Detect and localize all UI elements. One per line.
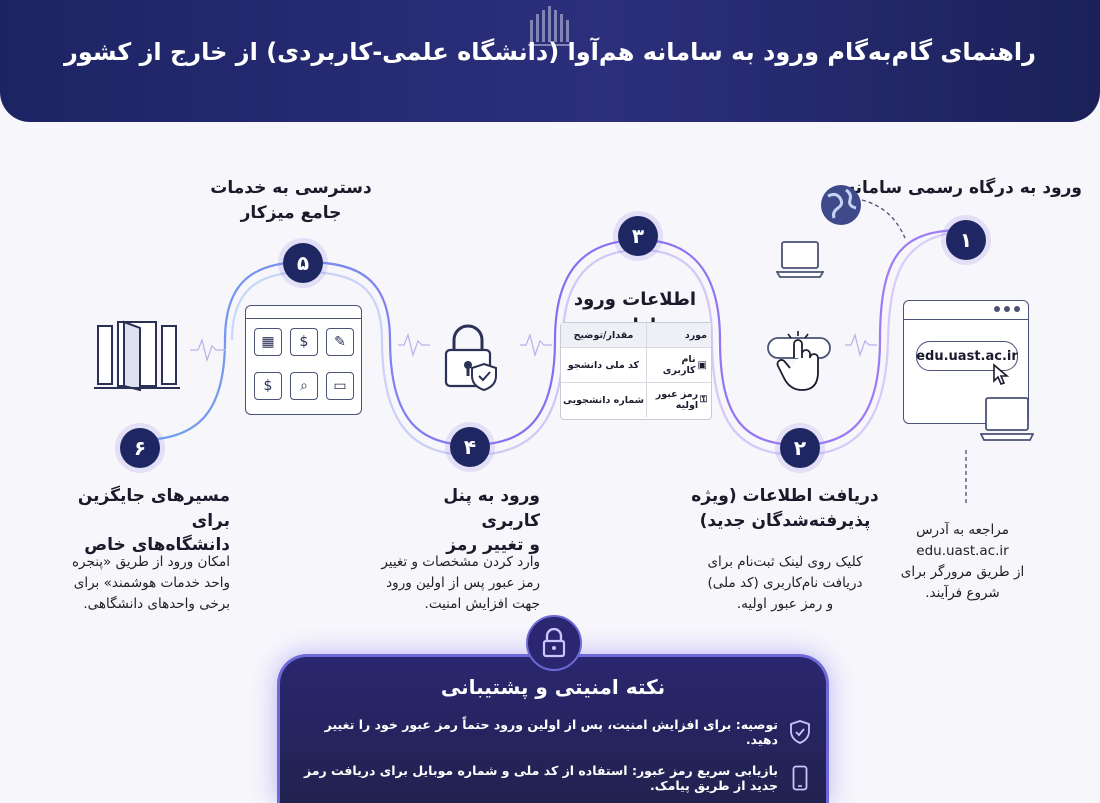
table-header-cell: مورد (646, 323, 711, 347)
desc-line: شروع فرآیند. (925, 584, 1000, 601)
security-panel-title: نکته امنیتی و پشتیبانی (440, 675, 666, 699)
desc-line: رمز عبور پس از اولین ورود (386, 574, 540, 591)
step-4-description: وارد کردن مشخصات و تغییر رمز عبور پس از … (360, 552, 540, 615)
password-recovery-text: بازیابی سریع رمز عبور: استفاده از کد ملی… (303, 763, 778, 793)
desc-line: امکان ورود از طریق «پنجره (71, 554, 230, 570)
desc-line: مراجعه به آدرس (916, 522, 1009, 538)
page-title: راهنمای گام‌به‌گام ورود به سامانه هم‌آوا… (64, 38, 1036, 66)
address-bar: edu.uast.ac.ir (916, 341, 1018, 371)
title-line: جامع میزکار (240, 202, 342, 223)
desc-line: برخی واحدهای دانشگاهی. (83, 595, 230, 612)
laptop-icon (776, 241, 824, 278)
calendar-icon: ▦ (254, 328, 282, 356)
desc-line: واحد خدمات هوشمند» برای (73, 574, 230, 591)
mouse-cursor-icon (993, 363, 1010, 385)
table-row: ▣نام کاربری کد ملی دانشجو (561, 348, 711, 383)
desc-line: دریافت نام‌کاربری (کد ملی) (707, 574, 863, 591)
step-6-title: مسیرهای جایگزین برای دانشگاه‌های خاص (40, 484, 230, 558)
step-2-description: کلیک روی لینک ثبت‌نام برای دریافت نام‌کا… (690, 552, 880, 615)
step-6-description: امکان ورود از طریق «پنجره واحد خدمات هوش… (40, 552, 230, 615)
folder-icon: ▭ (326, 372, 354, 400)
desc-line: کلیک روی لینک ثبت‌نام برای (707, 554, 863, 570)
invoice-icon: $ (254, 372, 282, 400)
step-2-title: دریافت اطلاعات (ویژه پذیرفته‌شدگان جدید) (690, 484, 880, 533)
key-icon: ⚿ (700, 395, 707, 405)
desc-line: جهت افزایش امنیت. (424, 595, 540, 612)
step-1-title: ورود به درگاه رسمی سامانه (845, 178, 1082, 198)
header-banner: راهنمای گام‌به‌گام ورود به سامانه هم‌آوا… (0, 0, 1100, 122)
title-line: مسیرهای جایگزین برای (77, 486, 230, 531)
table-cell: ⚿رمز عبور اولیه (646, 383, 711, 417)
click-link-icon (767, 331, 831, 391)
step-5-number: ۵ (283, 243, 323, 283)
table-cell-text: نام کاربری (662, 354, 696, 376)
login-info-table: مورد مقدار/توضیح ▣نام کاربری کد ملی دانش… (560, 322, 712, 420)
document-search-icon: ⌕ (290, 372, 318, 400)
password-recovery-tip: بازیابی سریع رمز عبور: استفاده از کد ملی… (294, 763, 812, 793)
table-cell: شماره دانشجویی (562, 394, 644, 406)
padlock-shield-icon (444, 324, 497, 392)
payment-icon: $ (290, 328, 318, 356)
step-2-number: ۲ (780, 428, 820, 468)
table-cell-text: رمز عبور اولیه (655, 389, 699, 411)
table-row: ⚿رمز عبور اولیه شماره دانشجویی (561, 383, 711, 417)
step-6-number: ۶ (120, 428, 160, 468)
desc-line: و رمز عبور اولیه. (736, 595, 834, 612)
laptop-icon-small (980, 397, 1034, 441)
lock-icon (526, 615, 582, 671)
security-panel: نکته امنیتی و پشتیبانی توصیه: برای افزای… (277, 615, 829, 803)
shield-check-icon (788, 720, 812, 744)
title-line: دسترسی به خدمات (210, 178, 372, 198)
mobile-phone-icon (788, 765, 812, 791)
step-4-number: ۴ (450, 427, 490, 467)
step-5-title: دسترسی به خدمات جامع میزکار (210, 176, 372, 225)
step-1-description: مراجعه به آدرس edu.uast.ac.ir از طریق مر… (880, 520, 1045, 604)
desc-line: وارد کردن مشخصات و تغییر (381, 554, 540, 570)
document-edit-icon: ✎ (326, 328, 354, 356)
step-3-number: ۳ (618, 216, 658, 256)
desc-line: edu.uast.ac.ir (916, 542, 1009, 559)
table-cell: کد ملی دانشجو (567, 359, 640, 371)
title-line: و تغییر رمز (446, 535, 540, 556)
security-tip: توصیه: برای افزایش امنیت، پس از اولین ور… (294, 717, 812, 747)
step-4-title: ورود به پنل کاربری و تغییر رمز (380, 484, 540, 558)
table-header-row: مورد مقدار/توضیح (561, 323, 711, 348)
title-line: ورود به پنل کاربری (443, 486, 540, 531)
title-line: دریافت اطلاعات (ویژه (691, 486, 879, 506)
table-cell: ▣نام کاربری (646, 348, 711, 382)
step-connector-wave (139, 199, 967, 505)
doors-icon (94, 320, 180, 392)
desc-line: از طریق مرورگر برای (900, 563, 1025, 580)
university-logo-icon (528, 6, 572, 46)
title-line: دانشگاه‌های خاص (84, 535, 230, 556)
globe-icon (821, 185, 861, 225)
id-card-icon: ▣ (697, 359, 707, 371)
title-line: پذیرفته‌شدگان جدید) (699, 510, 871, 531)
step-1-number: ۱ (946, 220, 986, 260)
table-header-cell: مقدار/توضیح (573, 329, 634, 341)
security-tip-text: توصیه: برای افزایش امنیت، پس از اولین ور… (324, 717, 778, 747)
service-dashboard: ▦ $ ✎ $ ⌕ ▭ (245, 305, 362, 415)
